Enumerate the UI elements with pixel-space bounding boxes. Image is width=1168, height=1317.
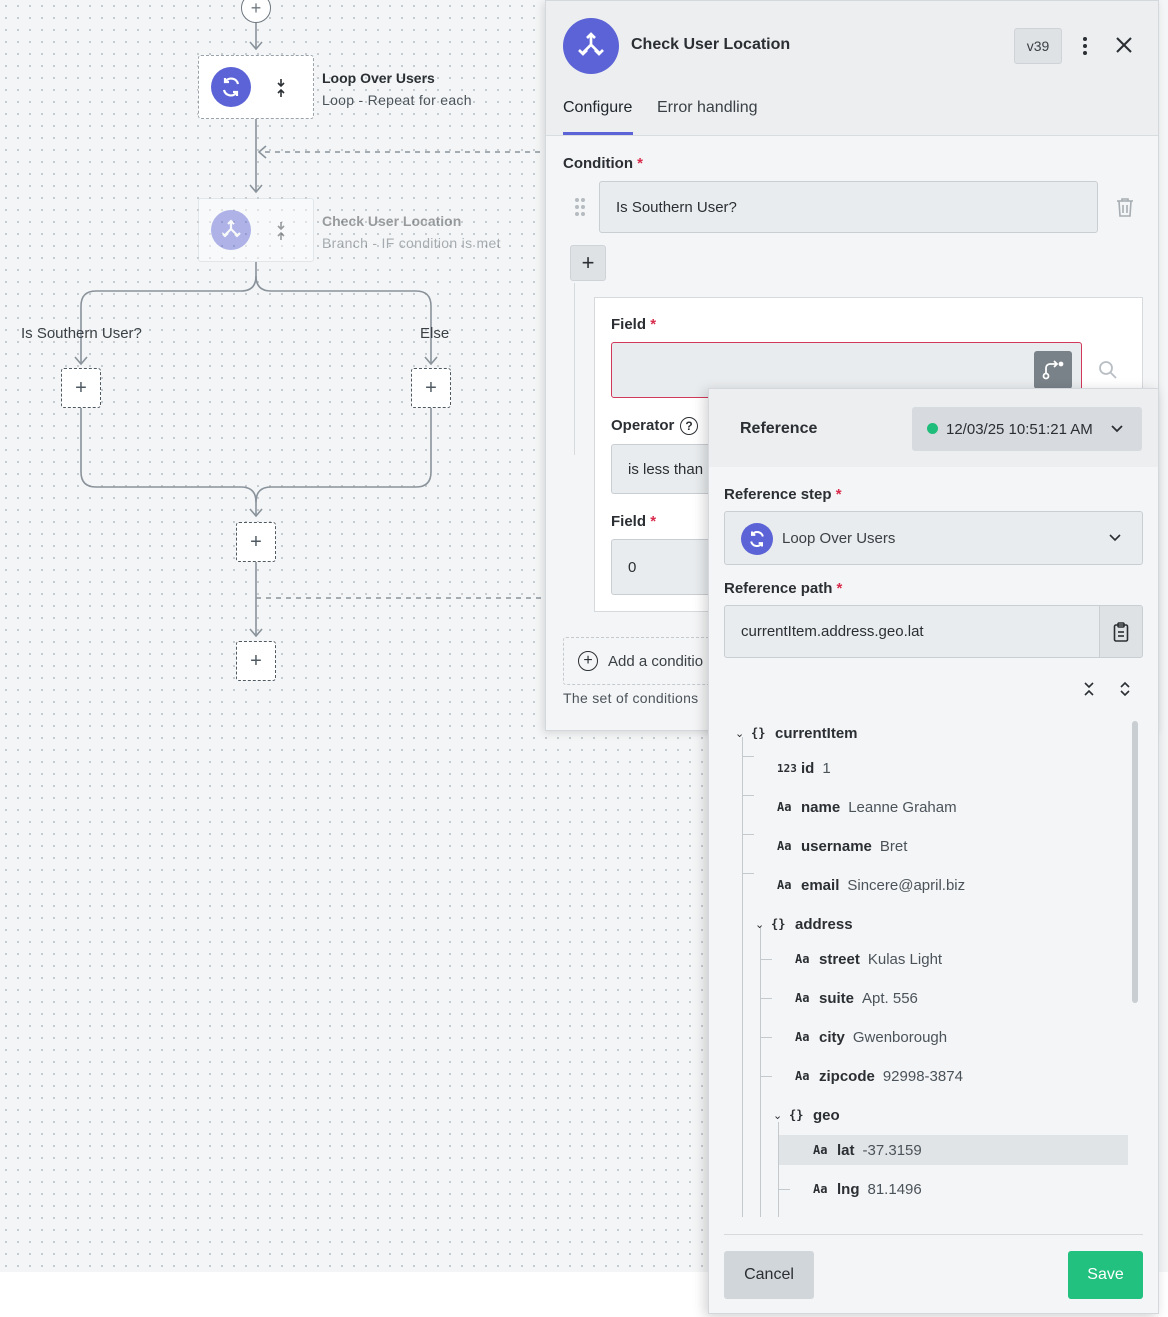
number-type-icon: 123 (777, 761, 797, 775)
string-type-icon: Aa (813, 1182, 828, 1196)
help-icon[interactable]: ? (680, 417, 698, 435)
clipboard-icon (1113, 621, 1129, 642)
reference-path-input[interactable]: currentItem.address.geo.lat (724, 605, 1100, 658)
reference-step-label: Reference step * (724, 486, 842, 503)
collapse-all-icon[interactable] (1082, 681, 1096, 697)
tree-leaf-zipcode[interactable]: Aa zipcode 92998-3874 (795, 1067, 963, 1085)
loop-node-title: Loop Over Users (322, 70, 435, 86)
search-icon[interactable] (1098, 360, 1118, 380)
field2-label: Field * (611, 513, 657, 530)
add-step-after-loop-button[interactable]: + (236, 641, 276, 681)
tree-leaf-suite[interactable]: Aa suite Apt. 556 (795, 989, 918, 1007)
branch-icon (563, 18, 619, 74)
tree-leaf-id[interactable]: 123 id 1 (777, 759, 831, 777)
tree-scrollbar[interactable] (1132, 721, 1138, 1003)
add-step-after-branch-button[interactable]: + (236, 522, 276, 562)
loop-node[interactable] (198, 55, 314, 119)
add-step-button-top[interactable]: + (241, 0, 271, 23)
reference-header: Reference 12/03/25 10:51:21 AM (709, 389, 1158, 467)
conditions-hint: The set of conditions (563, 690, 699, 706)
tab-configure[interactable]: Configure (563, 99, 633, 116)
reference-step-value: Loop Over Users (782, 529, 896, 547)
string-type-icon: Aa (777, 839, 792, 853)
tab-error-handling[interactable]: Error handling (657, 99, 758, 116)
loop-icon (211, 67, 251, 107)
save-button[interactable]: Save (1068, 1251, 1143, 1299)
tree-node-geo[interactable]: ⌄ {} geo (773, 1106, 840, 1124)
close-icon[interactable] (1113, 34, 1135, 56)
object-type-icon: {} (771, 917, 786, 931)
workflow-connectors (74, 22, 545, 638)
tree-leaf-lat[interactable]: Aa lat -37.3159 (813, 1141, 922, 1159)
reference-popover: Reference 12/03/25 10:51:21 AM Reference… (708, 388, 1159, 1314)
string-type-icon: Aa (777, 800, 792, 814)
add-group-button[interactable]: + (570, 245, 606, 281)
expand-all-icon[interactable] (1118, 681, 1132, 697)
string-type-icon: Aa (795, 1030, 810, 1044)
copy-path-button[interactable] (1099, 605, 1143, 658)
string-type-icon: Aa (795, 991, 810, 1005)
more-options-icon[interactable] (1075, 34, 1095, 58)
loop-icon (741, 523, 773, 555)
panel-title: Check User Location (631, 36, 791, 53)
collapse-grip-icon[interactable] (275, 221, 287, 241)
field-label: Field * (611, 316, 657, 333)
tree-leaf-email[interactable]: Aa email Sincere@april.biz (777, 876, 966, 894)
reference-tree: ⌄ {} currentItem 123 id 1 Aa name Leanne… (709, 717, 1129, 1217)
drag-handle-icon[interactable] (574, 197, 586, 217)
timestamp-value: 12/03/25 10:51:21 AM (946, 420, 1093, 438)
branch-node-subtitle: Branch - IF condition is met (322, 235, 501, 251)
panel-header: Check User Location v39 Configure Error … (546, 1, 1158, 136)
group-connector (574, 283, 575, 455)
loop-node-subtitle: Loop - Repeat for each (322, 92, 472, 108)
add-step-southern-button[interactable]: + (61, 368, 101, 408)
operator-label: Operator (611, 417, 675, 434)
plus-circle-icon: + (578, 651, 598, 671)
active-tab-indicator (563, 132, 633, 135)
cancel-button[interactable]: Cancel (724, 1251, 814, 1299)
branch-icon (211, 210, 251, 250)
reference-path-label: Reference path * (724, 580, 843, 597)
object-type-icon: {} (789, 1108, 804, 1122)
tree-leaf-lng[interactable]: Aa lng 81.1496 (813, 1180, 922, 1198)
chevron-down-icon (1109, 534, 1121, 542)
add-condition-label: Add a conditio (608, 652, 704, 670)
chevron-down-icon (1111, 425, 1123, 433)
status-dot (927, 423, 938, 434)
chevron-down-icon[interactable]: ⌄ (755, 918, 765, 931)
collapse-grip-icon[interactable] (275, 78, 287, 98)
string-type-icon: Aa (795, 952, 810, 966)
chevron-down-icon[interactable]: ⌄ (735, 727, 745, 740)
branch-node-title: Check User Location (322, 213, 462, 229)
object-type-icon: {} (751, 726, 766, 740)
branch-node[interactable] (198, 198, 314, 262)
condition-name-input[interactable]: Is Southern User? (599, 181, 1098, 233)
run-timestamp-select[interactable]: 12/03/25 10:51:21 AM (912, 407, 1142, 451)
branch-path-icon (1042, 360, 1064, 380)
branch-label-southern: Is Southern User? (21, 325, 142, 342)
tree-leaf-city[interactable]: Aa city Gwenborough (795, 1028, 948, 1046)
tree-leaf-name[interactable]: Aa name Leanne Graham (777, 798, 957, 816)
string-type-icon: Aa (777, 878, 792, 892)
condition-label: Condition * (563, 155, 643, 172)
reference-step-select[interactable]: Loop Over Users (724, 511, 1143, 565)
version-badge[interactable]: v39 (1014, 28, 1062, 64)
branch-label-else: Else (420, 325, 450, 342)
tree-node-currentitem[interactable]: ⌄ {} currentItem (735, 724, 858, 742)
reference-button[interactable] (1034, 351, 1072, 389)
reference-title: Reference (740, 420, 818, 437)
footer-divider (724, 1234, 1143, 1235)
tree-leaf-username[interactable]: Aa username Bret (777, 837, 908, 855)
tree-leaf-street[interactable]: Aa street Kulas Light (795, 950, 943, 968)
trash-icon[interactable] (1116, 197, 1134, 217)
chevron-down-icon[interactable]: ⌄ (773, 1109, 783, 1122)
string-type-icon: Aa (795, 1069, 810, 1083)
add-step-else-button[interactable]: + (411, 368, 451, 408)
string-type-icon: Aa (813, 1143, 828, 1157)
selected-tree-row (779, 1135, 1128, 1165)
tree-node-address[interactable]: ⌄ {} address (755, 915, 853, 933)
